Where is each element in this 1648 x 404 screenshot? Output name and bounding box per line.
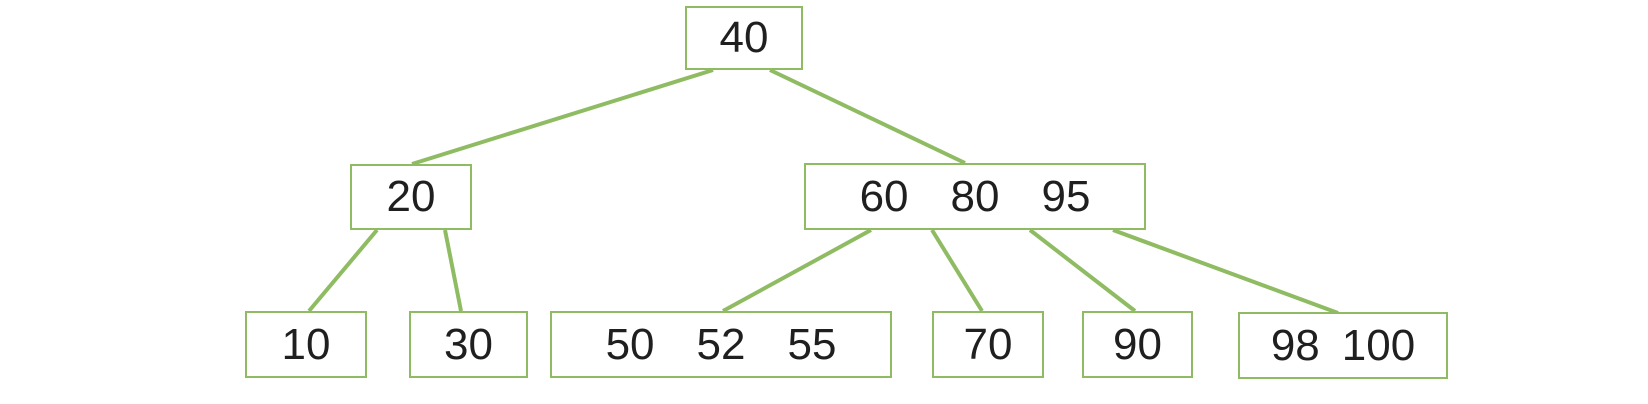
node-key: 98 [1270,320,1320,370]
edge-60-80-95-to-98-100 [1112,228,1339,315]
edge-20-to-30 [443,229,463,312]
btree-node-30: 30 [409,311,528,378]
edge-60-80-95-to-90 [1028,228,1137,313]
node-key: 10 [281,319,331,369]
edge-40-to-60-80-95 [769,68,966,165]
edge-20-to-10 [307,228,379,313]
node-key: 52 [696,319,746,369]
node-key: 50 [605,319,655,369]
node-key: 80 [950,171,1000,221]
edge-60-80-95-to-50-52-55 [722,228,872,313]
node-key: 60 [859,171,909,221]
btree-node-40: 40 [685,6,803,70]
node-key: 40 [719,13,769,62]
node-key: 100 [1341,320,1416,370]
node-key: 55 [787,319,837,369]
node-key: 90 [1113,319,1162,369]
node-key: 20 [386,172,436,221]
btree-node-98-100: 98 100 [1238,312,1448,379]
btree-node-90: 90 [1082,311,1193,378]
node-key: 95 [1041,171,1091,221]
edge-40-to-20 [411,68,714,166]
node-key: 30 [444,319,493,369]
btree-node-50-52-55: 50 52 55 [550,311,892,378]
node-key: 70 [963,319,1013,369]
btree-node-60-80-95: 60 80 95 [804,163,1146,230]
btree-node-10: 10 [245,311,367,378]
edge-60-80-95-to-70 [930,228,984,313]
btree-node-20: 20 [350,164,472,230]
btree-node-70: 70 [932,311,1044,378]
